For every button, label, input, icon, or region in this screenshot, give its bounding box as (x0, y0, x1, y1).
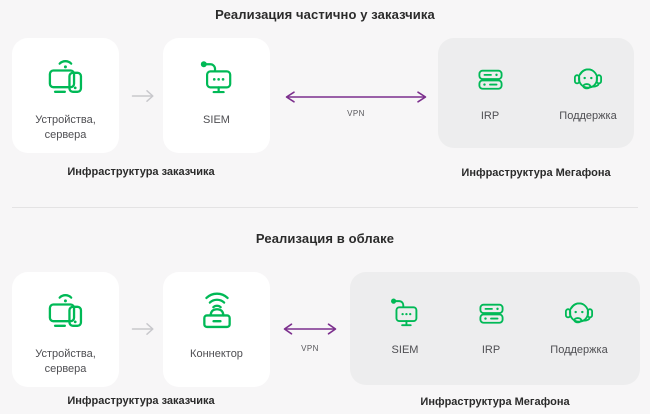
card-devices-label: Устройства, сервера (35, 347, 96, 377)
card-devices-1: Устройства, сервера (12, 38, 119, 153)
megafon-zone-card-2: SIEM IRP (350, 272, 640, 385)
siem-icon (195, 53, 239, 103)
vpn-arrow-icon-1 (283, 91, 429, 103)
support-icon (569, 60, 607, 98)
provider-item-siem: SIEM (362, 272, 448, 385)
card-siem-1: SIEM (163, 38, 270, 153)
card-devices-label-line2: сервера (44, 129, 87, 141)
right-arrow-icon (131, 89, 155, 103)
card-connector-label: Коннектор (190, 348, 243, 360)
provider-label-siem: SIEM (391, 344, 419, 356)
devices-icon (43, 53, 89, 103)
vpn-arrow-icon-2 (281, 323, 339, 335)
customer-zone-label-2: Инфраструктура заказчика (67, 395, 215, 407)
megafon-zone-label-2: Инфраструктура Мегафона (420, 396, 570, 408)
section-1-title: Реализация частично у заказчика (215, 7, 435, 22)
provider-item-support: Поддержка (534, 272, 624, 385)
provider-item-support: Поддержка (542, 38, 634, 148)
support-icon (560, 294, 598, 332)
card-siem-label: SIEM (203, 114, 230, 126)
vpn-label-1: VPN (347, 109, 365, 118)
provider-item-irp: IRP (448, 272, 534, 385)
irp-icon (472, 60, 509, 98)
section-2-title: Реализация в облаке (255, 231, 395, 246)
siem-icon (386, 294, 424, 332)
card-devices-2: Устройства, сервера (12, 272, 119, 387)
irp-icon (473, 294, 510, 332)
card-devices-label-line1: Устройства, (35, 348, 96, 360)
provider-label-support: Поддержка (559, 110, 617, 122)
devices-icon (43, 287, 89, 337)
card-devices-label: Устройства, сервера (35, 113, 96, 143)
right-arrow-icon (131, 322, 155, 336)
provider-label-irp: IRP (480, 110, 500, 122)
connector-icon (194, 287, 240, 337)
megafon-zone-label-1: Инфраструктура Мегафона (461, 167, 611, 179)
provider-label-irp: IRP (481, 344, 501, 356)
customer-zone-label-1: Инфраструктура заказчика (67, 166, 215, 178)
card-devices-label-line2: сервера (44, 363, 87, 375)
provider-item-irp: IRP (438, 38, 542, 148)
provider-label-support: Поддержка (550, 344, 608, 356)
vpn-label-2: VPN (301, 344, 319, 353)
card-devices-label-line1: Устройства, (35, 114, 96, 126)
megafon-zone-card-1: IRP Поддержка (438, 38, 634, 148)
card-connector: Коннектор (163, 272, 270, 387)
section-divider (12, 207, 638, 208)
